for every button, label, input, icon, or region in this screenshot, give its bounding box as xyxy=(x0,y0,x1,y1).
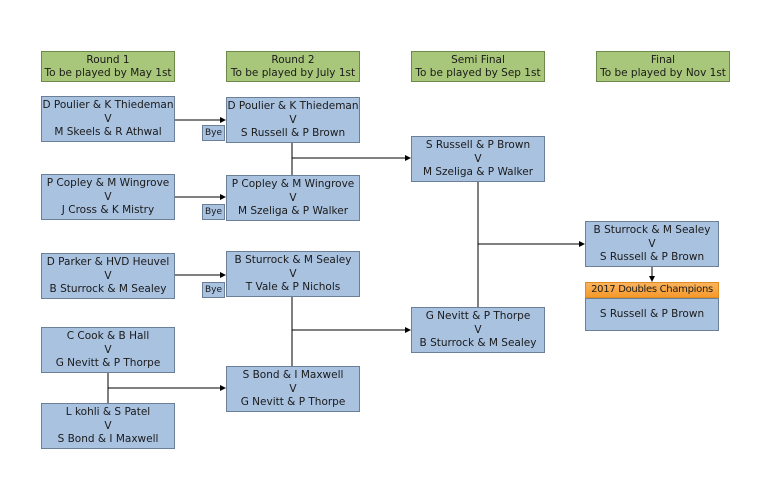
champions-winner: S Russell & P Brown xyxy=(585,298,719,331)
team-a: D Parker & HVD Heuvel xyxy=(46,256,170,268)
team-b: B Sturrock & M Sealey xyxy=(49,283,167,295)
team-a: C Cook & B Hall xyxy=(66,330,150,342)
team-b: M Szeliga & P Walker xyxy=(422,166,534,178)
team-a: D Poulier & K Thiedeman xyxy=(227,100,359,112)
team-a: L kohli & S Patel xyxy=(65,406,151,418)
team-b: S Bond & I Maxwell xyxy=(57,433,159,445)
team-a: S Russell & P Brown xyxy=(425,139,531,151)
round-deadline: To be played by May 1st xyxy=(44,67,172,79)
team-b: S Russell & P Brown xyxy=(599,251,705,263)
team-b: J Cross & K Mistry xyxy=(61,204,155,216)
round-deadline: To be played by July 1st xyxy=(230,67,356,79)
team-b: T Vale & P Nichols xyxy=(245,281,341,293)
team-b: S Russell & P Brown xyxy=(240,127,346,139)
team-a: D Poulier & K Thiedeman xyxy=(42,99,174,111)
team-a: B Sturrock & M Sealey xyxy=(234,254,352,266)
bye-label: Bye xyxy=(202,125,225,141)
versus: V xyxy=(289,267,297,280)
round-name: Final xyxy=(650,54,676,66)
versus: V xyxy=(104,343,112,356)
team-b: M Skeels & R Athwal xyxy=(54,126,162,138)
team-a: P Copley & M Wingrove xyxy=(46,177,170,189)
round-name: Round 2 xyxy=(271,54,315,66)
team-a: G Nevitt & P Thorpe xyxy=(425,310,531,322)
team-a: B Sturrock & M Sealey xyxy=(593,224,711,236)
versus: V xyxy=(474,323,482,336)
versus: V xyxy=(104,269,112,282)
round-name: Semi Final xyxy=(451,54,505,66)
versus: V xyxy=(289,382,297,395)
versus: V xyxy=(289,113,297,126)
bye-label: Bye xyxy=(202,282,225,298)
team-b: M Szeliga & P Walker xyxy=(237,205,349,217)
round-deadline: To be played by Nov 1st xyxy=(600,67,726,79)
team-b: G Nevitt & P Thorpe xyxy=(55,357,161,369)
versus: V xyxy=(104,419,112,432)
bye-label: Bye xyxy=(202,204,225,220)
versus: V xyxy=(474,152,482,165)
round-deadline: To be played by Sep 1st xyxy=(415,67,541,79)
versus: V xyxy=(104,190,112,203)
team-b: B Sturrock & M Sealey xyxy=(419,337,537,349)
versus: V xyxy=(289,191,297,204)
round-name: Round 1 xyxy=(86,54,130,66)
team-b: G Nevitt & P Thorpe xyxy=(240,396,346,408)
versus: V xyxy=(648,237,656,250)
team-a: P Copley & M Wingrove xyxy=(231,178,355,190)
champions-title: 2017 Doubles Champions xyxy=(585,282,719,298)
versus: V xyxy=(104,112,112,125)
team-a: S Bond & I Maxwell xyxy=(242,369,344,381)
